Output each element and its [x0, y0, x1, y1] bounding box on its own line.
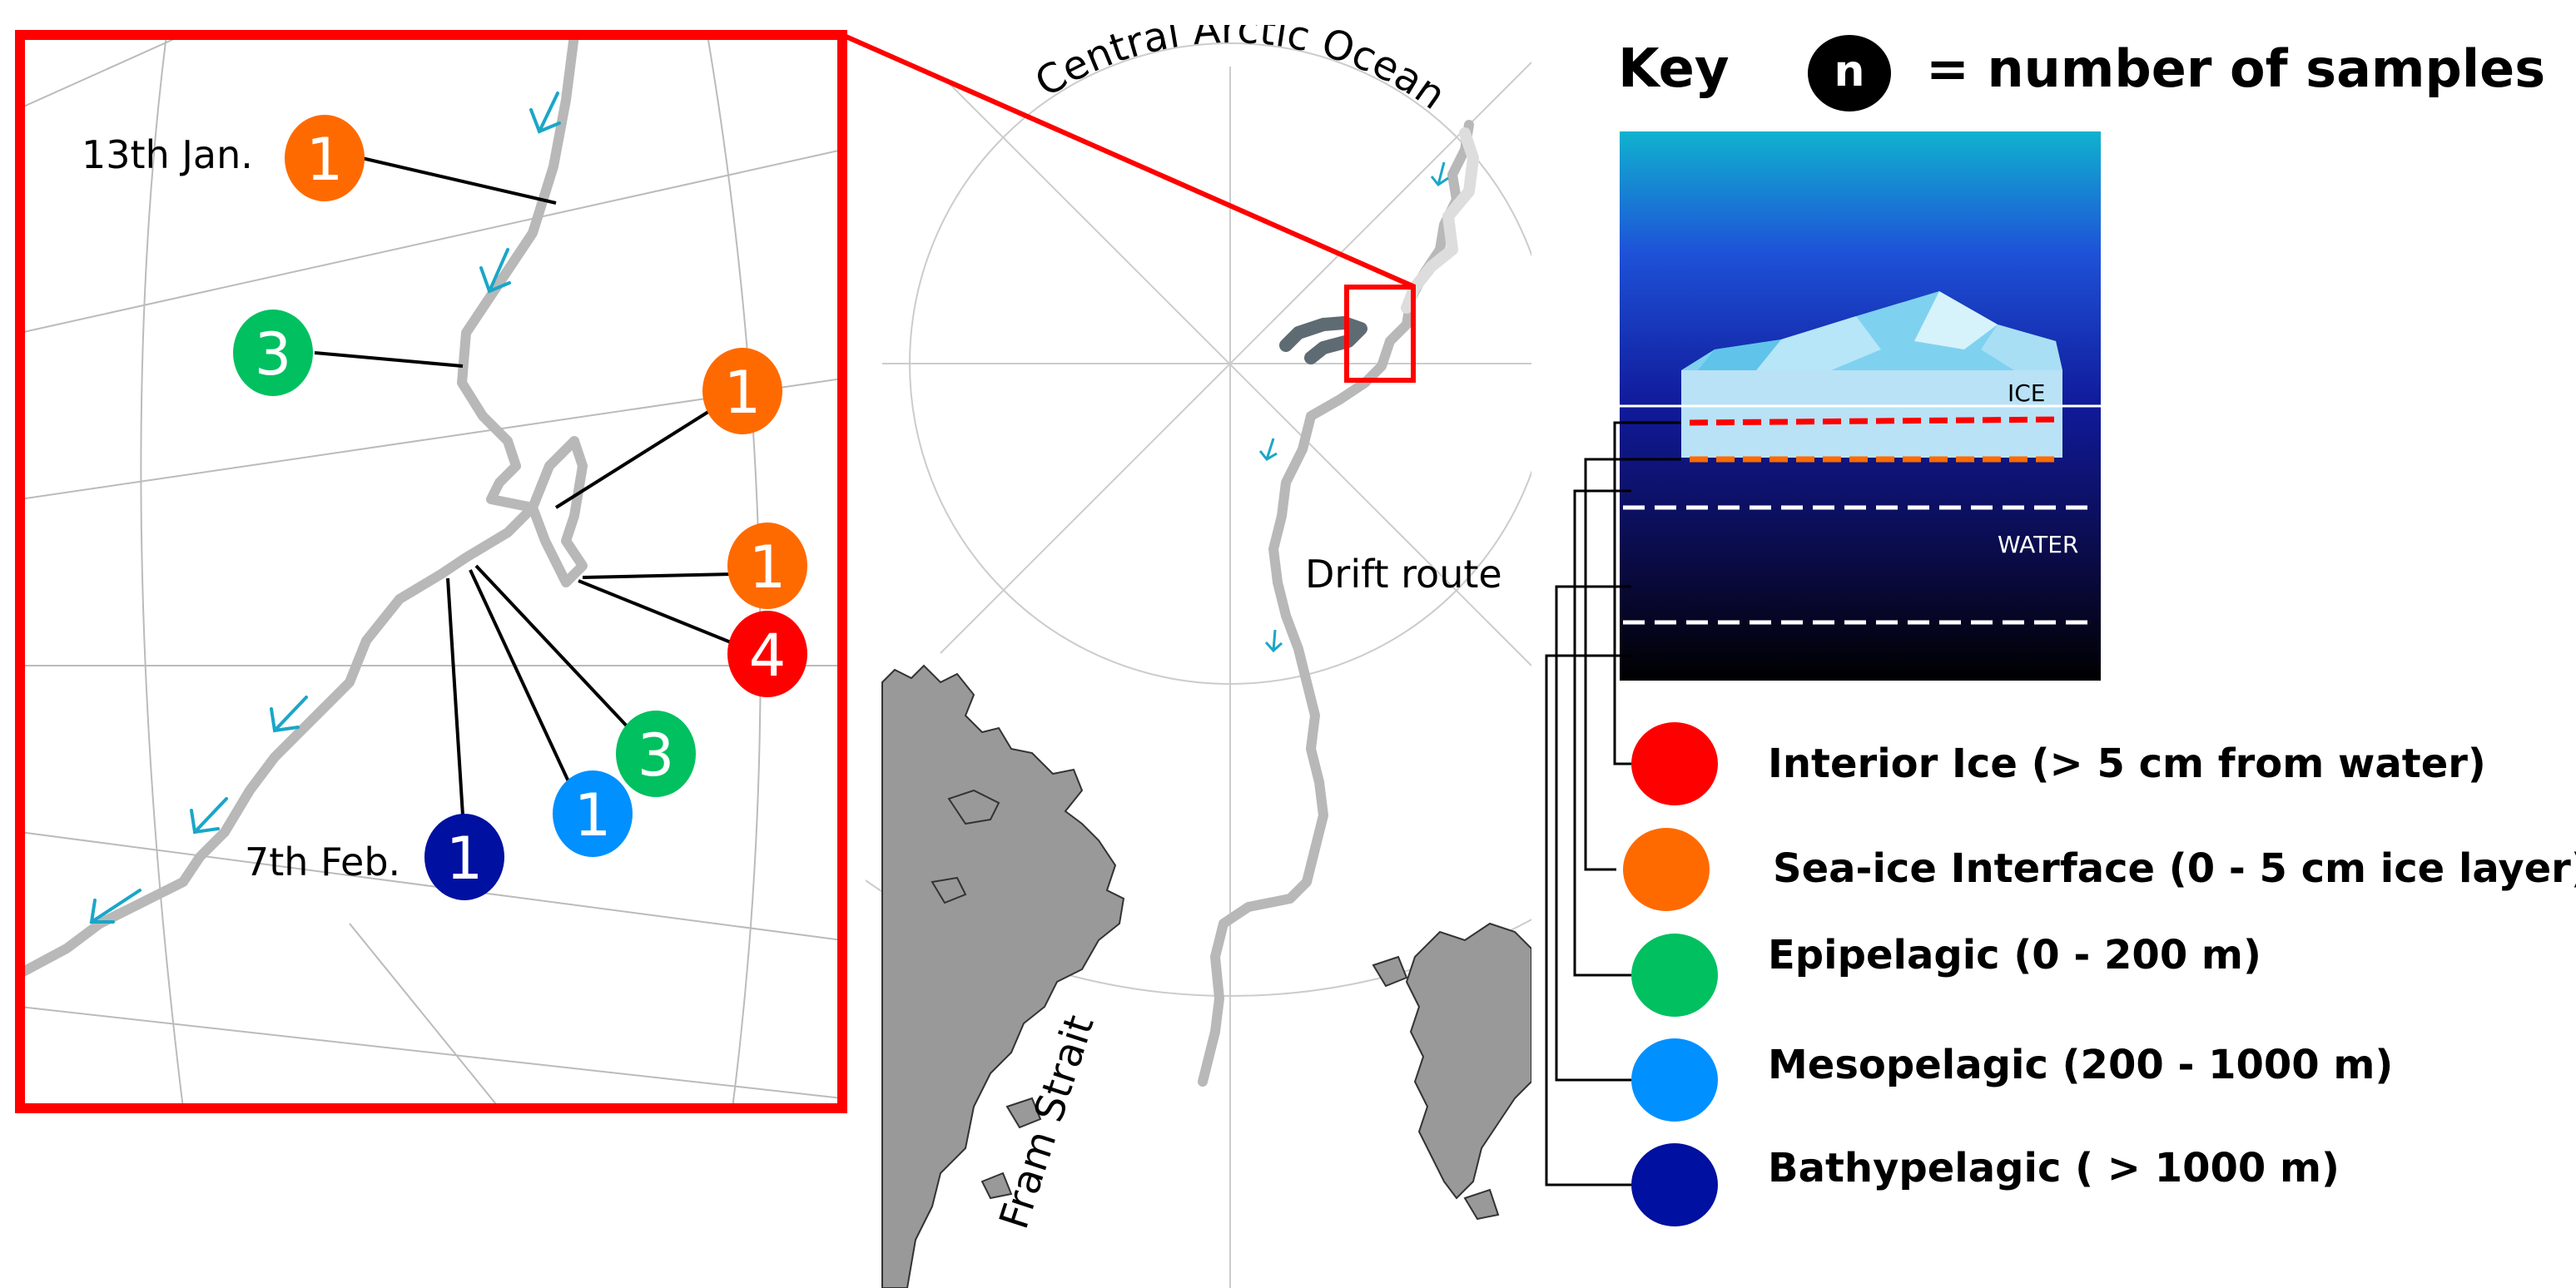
inset-connector: [841, 32, 1417, 290]
sample-marker-8: 1: [424, 814, 504, 900]
drift-route-upper: [1401, 127, 1479, 314]
svg-text:Epipelagic (0 - 200 m): Epipelagic (0 - 200 m): [1768, 932, 2261, 978]
ice-label: ICE: [2008, 379, 2046, 407]
svg-text:Interior Ice (> 5 cm from wate: Interior Ice (> 5 cm from water): [1768, 741, 2486, 787]
key-legend: Interior Ice (> 5 cm from water) Sea-ice…: [1623, 722, 2576, 1226]
sample-marker-7: 1: [553, 770, 633, 857]
inset-drift-route: [20, 35, 588, 978]
svg-text:4: 4: [749, 622, 787, 690]
sample-marker-5: 4: [727, 611, 807, 697]
svg-text:1: 1: [446, 825, 484, 893]
sample-marker-2: 3: [233, 310, 313, 396]
svg-text:1: 1: [724, 359, 762, 427]
svg-text:1: 1: [574, 781, 612, 850]
arrow-icon: [89, 889, 141, 924]
early-drift-track: [1279, 316, 1367, 364]
legend-entry-epipelagic: Epipelagic (0 - 200 m): [1631, 932, 2261, 1017]
sample-marker-4: 1: [727, 523, 807, 609]
arrow-icon: [1430, 161, 1449, 187]
svg-text:1: 1: [749, 533, 787, 602]
arrow-icon: [1264, 629, 1283, 653]
key-panel: Key n = number of samples ICE WATER: [1545, 35, 2576, 1226]
legend-entry-mesopelagic: Mesopelagic (200 - 1000 m): [1631, 1038, 2393, 1122]
water-label: WATER: [1998, 531, 2078, 558]
legend-entry-interior-ice: Interior Ice (> 5 cm from water): [1631, 722, 2486, 805]
sample-marker-6: 3: [616, 711, 696, 797]
legend-entry-sea-ice-interface: Sea-ice Interface (0 - 5 cm ice layer): [1623, 828, 2576, 911]
key-symbol: n: [1808, 35, 1891, 111]
ice-water-diagram: ICE WATER: [1620, 131, 2101, 681]
svg-text:Sea-ice Interface (0 - 5 cm ic: Sea-ice Interface (0 - 5 cm ice layer): [1773, 845, 2576, 892]
inset-panel: 1 3 1 1 4: [15, 30, 847, 1113]
inset-locator-box: [1344, 285, 1416, 383]
key-symbol-text: = number of samples: [1926, 38, 2545, 99]
arrow-icon: [190, 797, 228, 835]
svalbard-landmass: [1372, 922, 1531, 1221]
sample-leader-lines: [314, 156, 733, 816]
greenland-landmass: [881, 664, 1125, 1288]
sample-marker-1: 1: [285, 115, 365, 201]
svg-text:1: 1: [306, 126, 344, 194]
svg-text:Bathypelagic ( > 1000 m): Bathypelagic ( > 1000 m): [1768, 1145, 2340, 1191]
end-date-label: 7th Feb.: [245, 840, 400, 884]
key-title: Key: [1618, 38, 1730, 100]
inset-frame: [15, 30, 847, 1113]
inset-arrows: [89, 92, 561, 924]
drift-direction-arrows: [1258, 161, 1449, 653]
sample-marker-3: 1: [702, 348, 782, 434]
inset-graticule: [20, 35, 842, 1108]
start-date-label: 13th Jan.: [82, 132, 253, 177]
arrow-icon: [1258, 438, 1278, 461]
svg-text:3: 3: [255, 320, 292, 389]
arrow-icon: [479, 248, 511, 294]
sample-markers: 1 3 1 1 4: [233, 115, 807, 900]
svg-text:n: n: [1834, 47, 1864, 97]
route-label: Drift route: [1305, 552, 1502, 597]
legend-entry-bathypelagic: Bathypelagic ( > 1000 m): [1631, 1143, 2340, 1226]
arrow-icon: [529, 92, 561, 134]
arrow-icon: [270, 696, 308, 733]
region-label: Central Arctic Ocean: [1027, 6, 1454, 119]
key-connector-lines: [1545, 421, 1681, 1186]
svg-text:Mesopelagic (200 - 1000 m): Mesopelagic (200 - 1000 m): [1768, 1042, 2393, 1088]
graticule: [866, 42, 1531, 1288]
svg-text:3: 3: [638, 721, 675, 790]
